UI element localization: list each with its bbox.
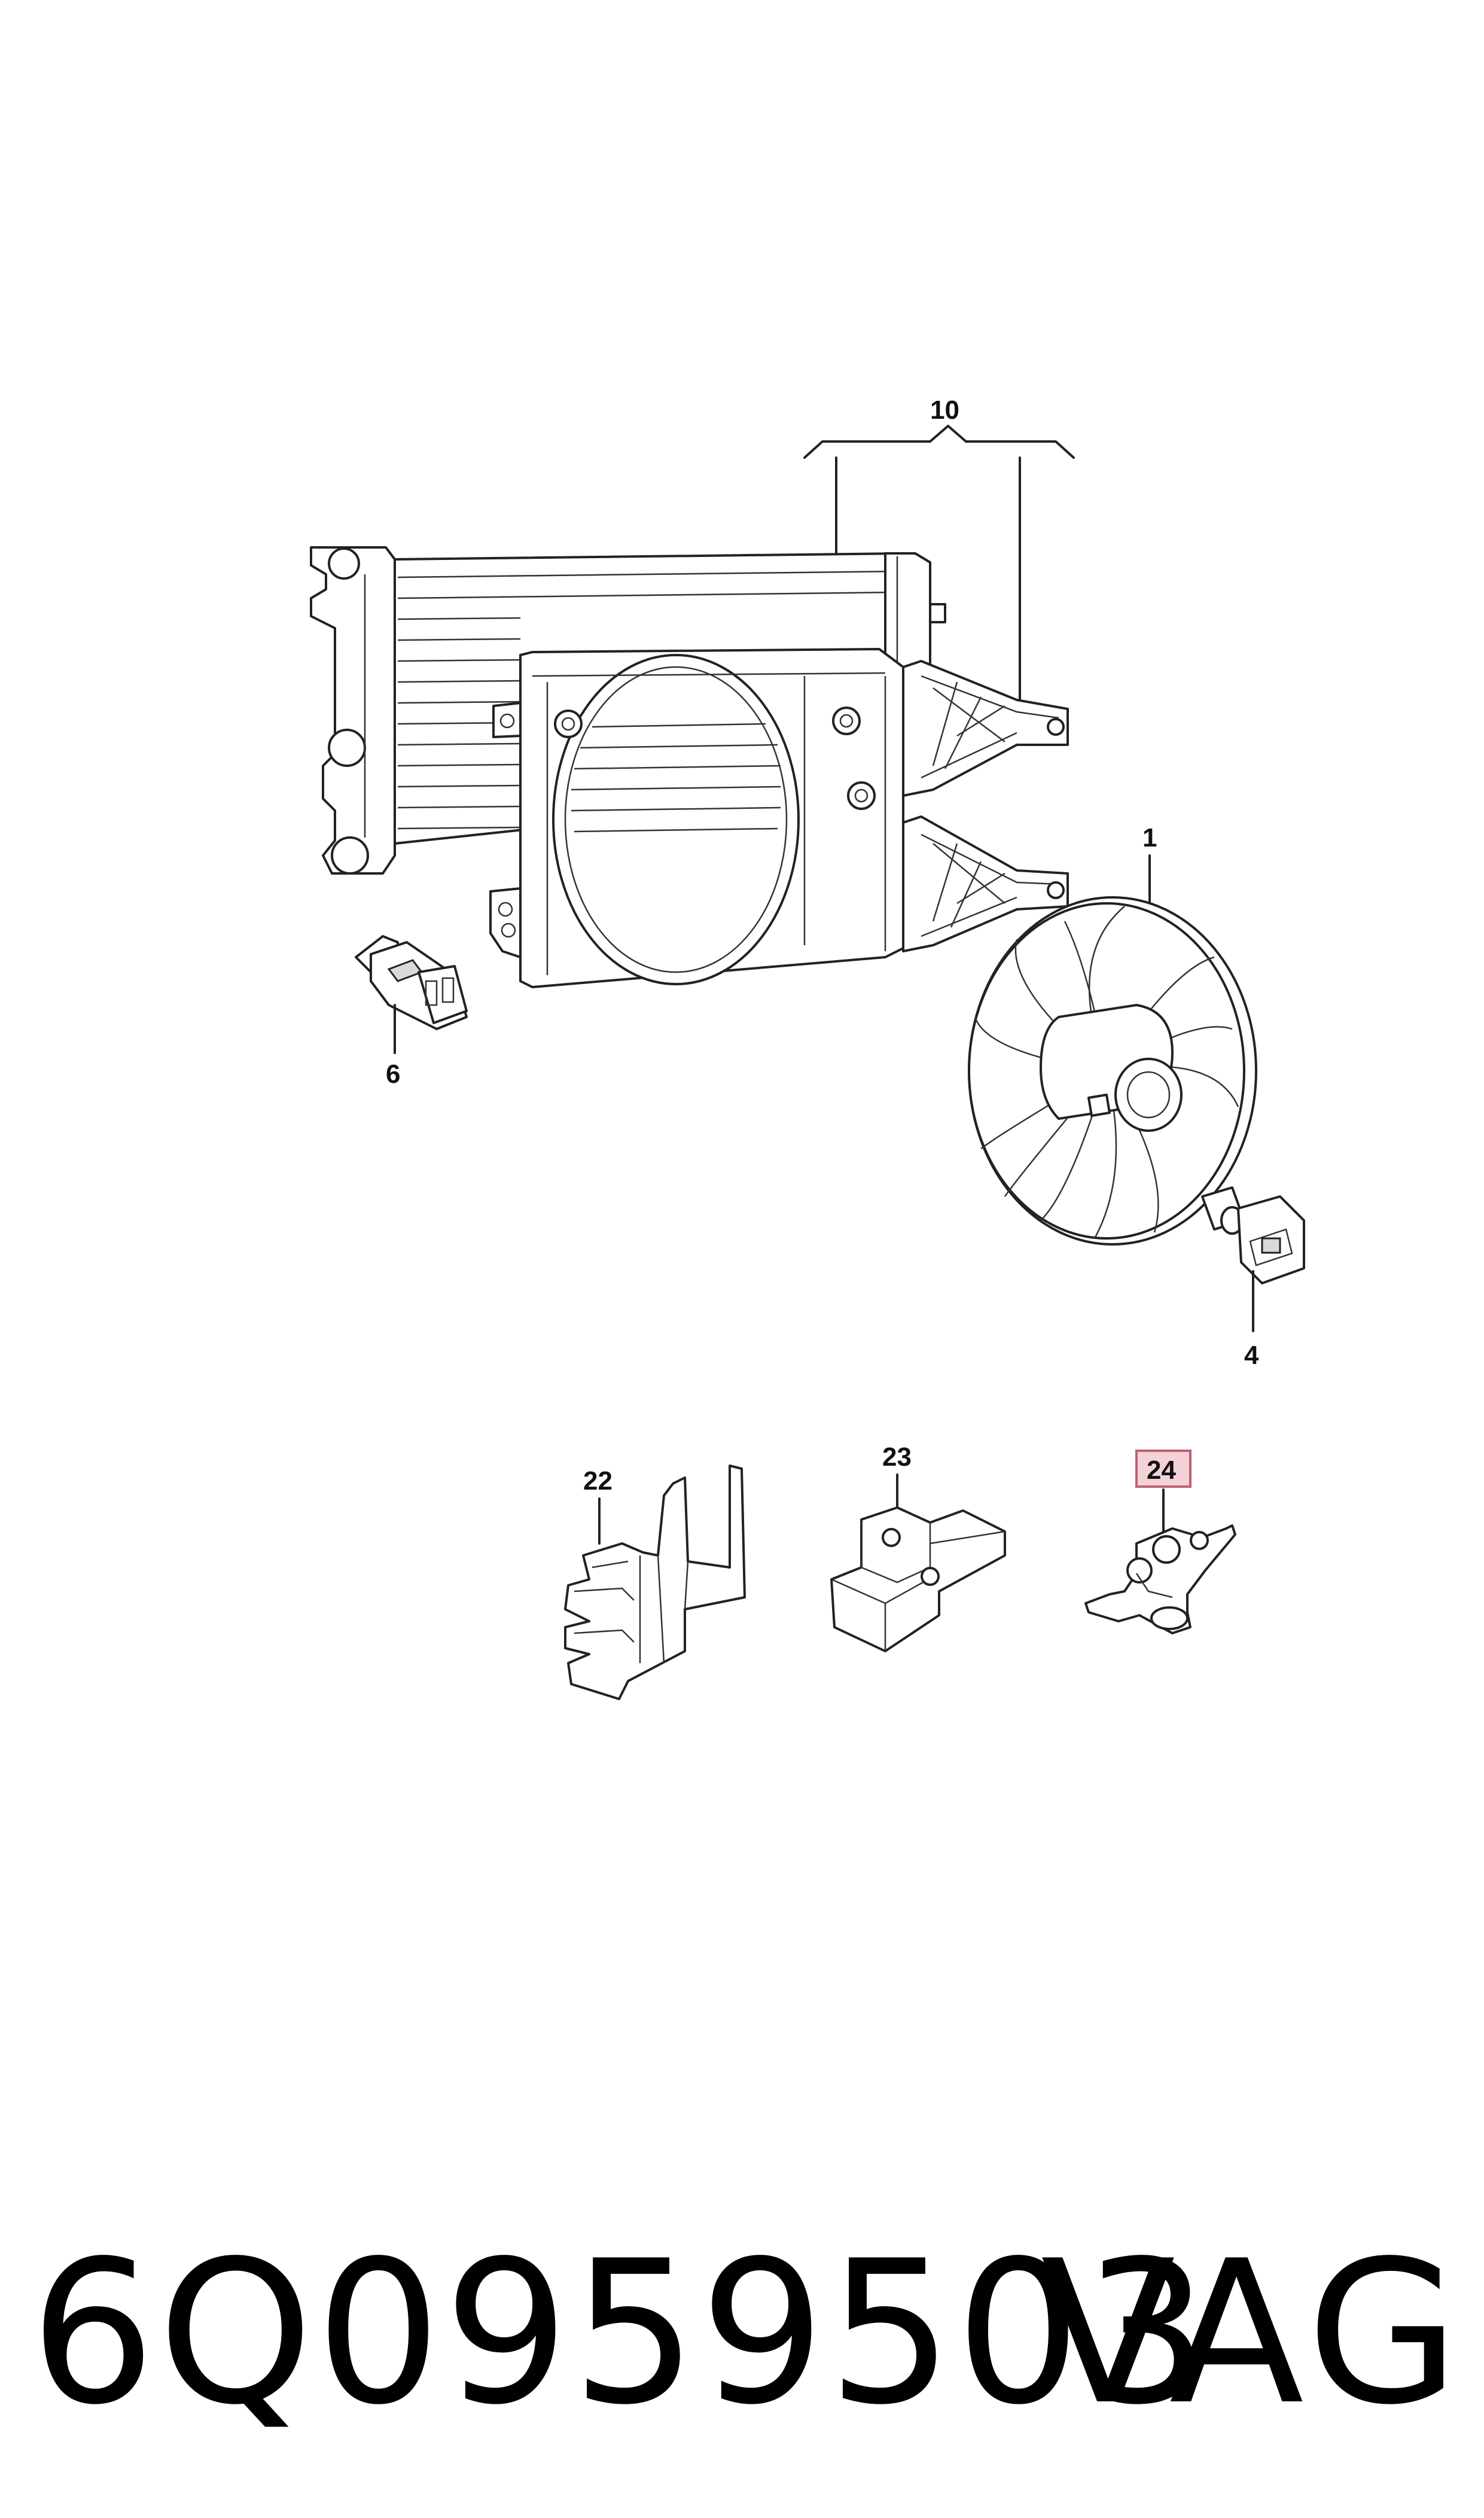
holder-bracket <box>564 1464 746 1700</box>
brand-name: VAG <box>1040 2218 1465 2448</box>
callout-label-24: 24 <box>1147 1456 1176 1485</box>
callout-10: 10 <box>803 395 1075 716</box>
fan-shroud <box>489 648 1069 988</box>
callout-label-10: 10 <box>930 395 959 425</box>
callout-label-23: 23 <box>882 1442 912 1472</box>
part-number: 6Q0959503 <box>30 2218 1212 2448</box>
callout-4: 4 <box>1244 1270 1259 1370</box>
callout-24: 24 <box>1135 1450 1192 1533</box>
mounting-bracket <box>1084 1524 1236 1634</box>
callout-label-22: 22 <box>583 1466 613 1496</box>
footer: 6Q0959503 VAG <box>30 2213 1465 2453</box>
temperature-switch <box>355 935 468 1030</box>
callout-22: 22 <box>583 1466 613 1545</box>
callout-1: 1 <box>1142 823 1157 914</box>
callout-6: 6 <box>386 1004 400 1089</box>
fan-assembly <box>968 896 1257 1246</box>
fan-connector <box>1201 1186 1305 1284</box>
callout-label-4: 4 <box>1244 1341 1259 1370</box>
callout-label-6: 6 <box>386 1059 400 1089</box>
parts-diagram: 10 <box>310 395 1305 1700</box>
control-unit-block <box>830 1506 1006 1652</box>
callout-label-1: 1 <box>1142 823 1157 852</box>
highlight-box <box>1135 1450 1192 1488</box>
